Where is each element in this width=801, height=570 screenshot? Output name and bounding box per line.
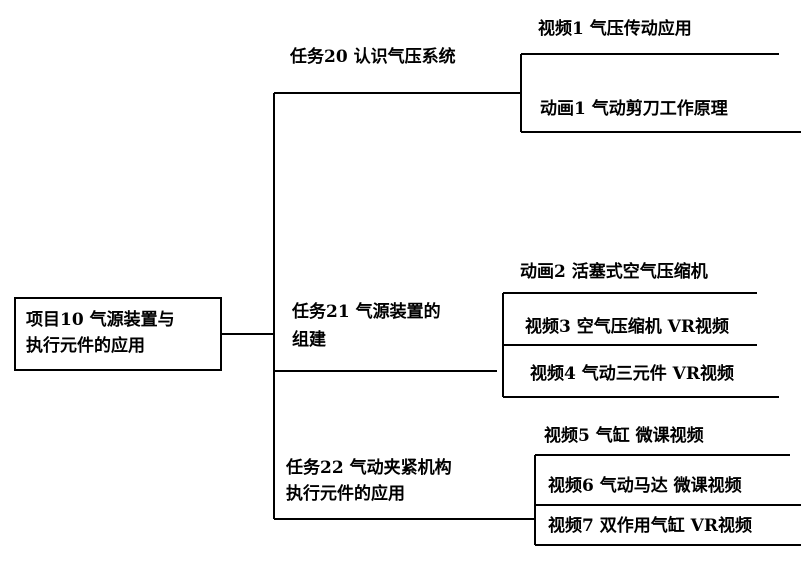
task22-label-line1: 任务22 气动夹紧机构: [286, 458, 452, 478]
root-node: [14, 297, 222, 371]
task21-label-line1: 任务21 气源装置的: [292, 302, 441, 322]
root-label-line1: 项目10 气源装置与: [26, 310, 175, 330]
task21-item2: 视频3 空气压缩机 VR视频: [525, 317, 729, 337]
task20-item1: 视频1 气压传动应用: [538, 19, 692, 39]
task20-label: 任务20 认识气压系统: [290, 47, 456, 67]
task21-item3: 视频4 气动三元件 VR视频: [530, 364, 734, 384]
task22-item1: 视频5 气缸 微课视频: [544, 426, 704, 446]
task21-label-line2: 组建: [292, 330, 326, 350]
task21-item1: 动画2 活塞式空气压缩机: [520, 262, 708, 282]
task22-item3: 视频7 双作用气缸 VR视频: [548, 516, 752, 536]
root-label-line2: 执行元件的应用: [26, 336, 145, 356]
task22-item2: 视频6 气动马达 微课视频: [548, 476, 742, 496]
task20-item2: 动画1 气动剪刀工作原理: [540, 99, 728, 119]
task22-label-line2: 执行元件的应用: [286, 484, 405, 504]
